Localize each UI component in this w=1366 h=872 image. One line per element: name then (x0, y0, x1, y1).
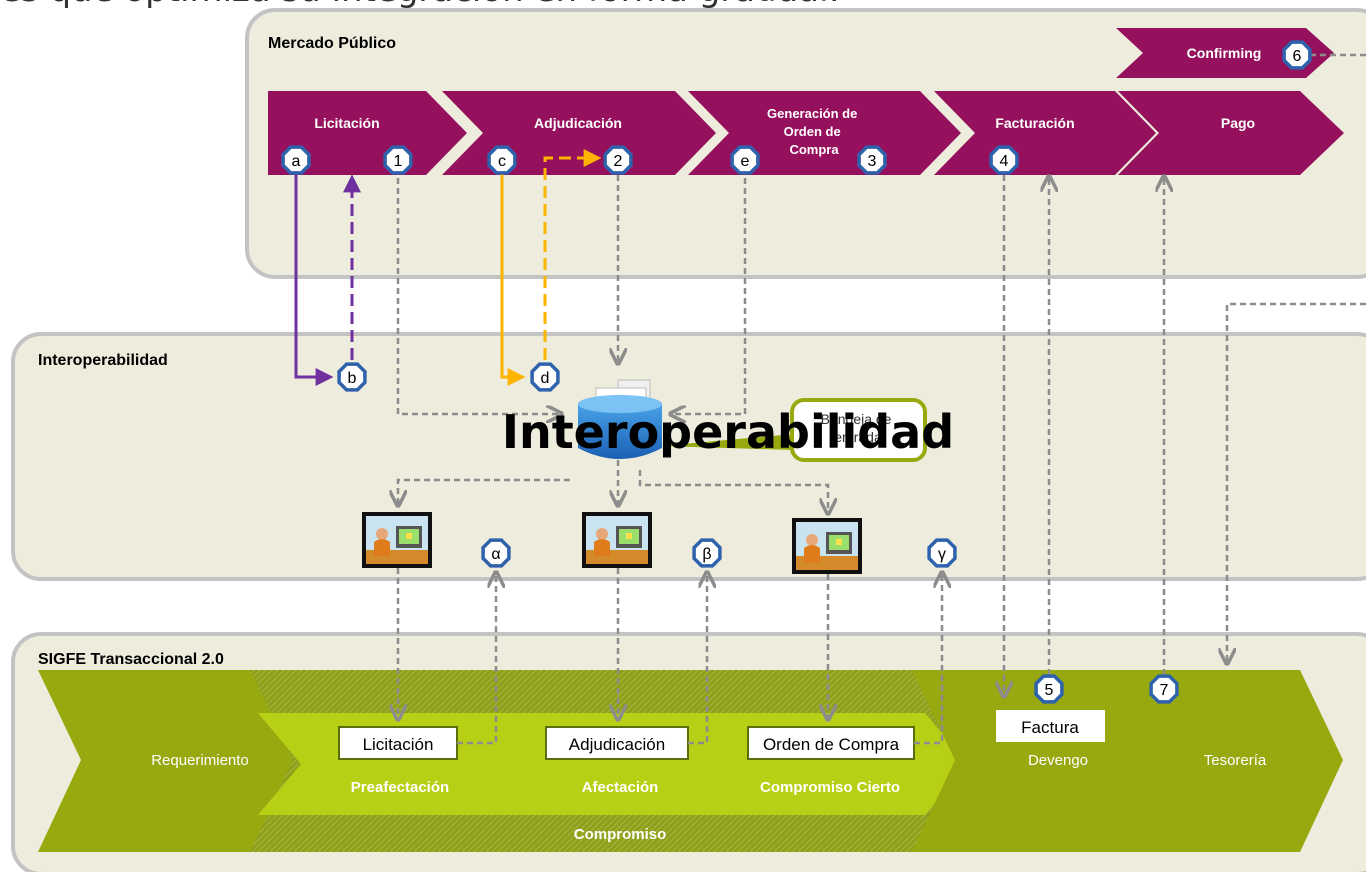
confirming-chevron: Confirming (1116, 28, 1334, 78)
marker-n4: 4 (989, 145, 1019, 175)
svg-text:Licitación: Licitación (363, 735, 434, 754)
svg-text:Confirming: Confirming (1187, 45, 1262, 61)
marker-label-c: c (498, 153, 506, 170)
svg-text:Orden de Compra: Orden de Compra (763, 735, 900, 754)
svg-text:Pago: Pago (1221, 115, 1255, 131)
interop-section-label: Interoperabilidad (38, 352, 168, 369)
violet-connectors (294, 172, 361, 386)
marker-c: c (487, 145, 517, 175)
marker-a: a (281, 145, 311, 175)
marker-n7: 7 (1149, 674, 1179, 704)
preafectacion-chevron: Preafectación (258, 713, 538, 815)
doc-factura: Factura (996, 710, 1105, 742)
marker-label-n5: 5 (1045, 682, 1054, 699)
page-title: es que optimiza su integración en forma … (0, 0, 840, 10)
doc-licitacion: Licitación (338, 726, 458, 760)
marker-gamma: γ (927, 538, 957, 568)
stage-adjudicacion: Adjudicación (442, 91, 716, 175)
requerimiento-chevron: Requerimiento (38, 670, 293, 852)
marker-label-n2: 2 (614, 153, 623, 170)
marker-beta: β (692, 538, 722, 568)
svg-text:Licitación: Licitación (314, 115, 379, 131)
interop-hub-title: Interoperabilidad (502, 405, 954, 459)
grey-dashed-connectors (398, 53, 1366, 745)
inbox-callout-pointer (660, 434, 794, 450)
marker-label-gamma: γ (938, 546, 946, 563)
marker-label-n3: 3 (868, 153, 877, 170)
marker-b: b (337, 362, 367, 392)
sigfe-section-label: SIGFE Transaccional 2.0 (38, 651, 224, 668)
marker-d: d (530, 362, 560, 392)
doc-orden-compra: Orden de Compra (747, 726, 915, 760)
marker-label-e: e (741, 153, 750, 170)
svg-text:Preafectación: Preafectación (351, 779, 449, 796)
doc-adjudicacion: Adjudicación (545, 726, 689, 760)
stage-orden-line2: Orden de (784, 124, 841, 139)
marker-label-beta: β (702, 546, 711, 563)
tesoreria-chevron: Tesorería (1085, 670, 1343, 852)
operator-workstation-icon (792, 518, 862, 574)
svg-text:Compromiso Cierto: Compromiso Cierto (760, 779, 900, 796)
svg-text:Tesorería: Tesorería (1204, 752, 1267, 769)
inbox-callout: Bandeja de entrada (790, 398, 927, 462)
stage-licitacion: Licitación (268, 91, 467, 175)
marker-n5: 5 (1034, 674, 1064, 704)
marker-n3: 3 (857, 145, 887, 175)
gold-connectors (500, 149, 602, 386)
marker-n6: 6 (1282, 40, 1312, 70)
stage-orden-line1: Generación de (767, 106, 857, 121)
svg-text:Adjudicación: Adjudicación (534, 115, 622, 131)
svg-text:Devengo: Devengo (1028, 752, 1088, 769)
marker-e: e (730, 145, 760, 175)
marker-label-n6: 6 (1293, 48, 1302, 65)
svg-text:Generación de Orden de: Generación de Orden de Compra (767, 106, 861, 157)
marker-label-a: a (292, 153, 301, 170)
marker-label-d: d (541, 370, 550, 387)
svg-text:Bandeja de entrada: Bandeja de entrada (821, 411, 896, 445)
operator-workstation-icon (362, 512, 432, 568)
marker-alpha: α (481, 538, 511, 568)
step-markers: a 1 c 2 e 3 4 6 b d α β γ 5 7 (281, 40, 1312, 704)
svg-text:Requerimiento: Requerimiento (151, 752, 249, 769)
marker-label-n4: 4 (1000, 153, 1009, 170)
marker-n2: 2 (603, 145, 633, 175)
svg-text:Facturación: Facturación (995, 115, 1074, 131)
compromiso-label: Compromiso (574, 826, 667, 843)
marker-label-alpha: α (491, 546, 500, 563)
stage-pago: Pago (1118, 91, 1344, 175)
svg-text:Adjudicación: Adjudicación (569, 735, 665, 754)
svg-text:Factura: Factura (1021, 718, 1079, 737)
operator-workstation-icon (582, 512, 652, 568)
marker-n1: 1 (383, 145, 413, 175)
marker-label-n7: 7 (1160, 682, 1169, 699)
inbox-label-line2: entrada (834, 429, 882, 445)
marker-label-n1: 1 (394, 153, 403, 170)
marker-label-b: b (348, 370, 357, 387)
mercado-section-label: Mercado Público (268, 35, 396, 52)
stage-orden-line3: Compra (789, 142, 839, 157)
svg-text:Afectación: Afectación (582, 779, 659, 796)
folder-database-icon (578, 379, 662, 459)
inbox-label-line1: Bandeja de (821, 411, 892, 427)
